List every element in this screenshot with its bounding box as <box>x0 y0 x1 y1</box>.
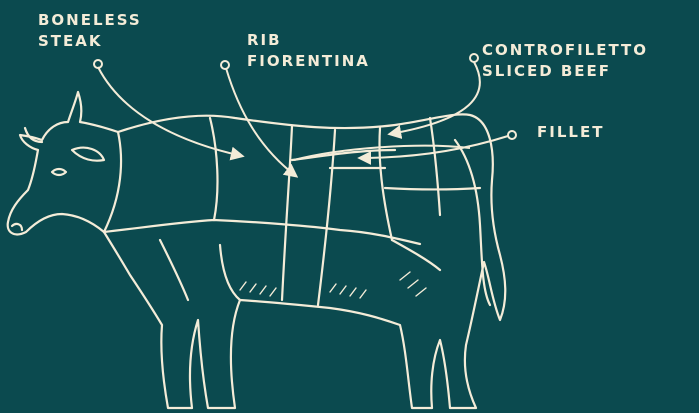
cut-line-rump <box>385 188 480 190</box>
cut-line-flank <box>392 240 440 270</box>
label-line: BONELESS <box>38 10 142 31</box>
cut-line-shoulder <box>210 118 217 220</box>
cut-line-brisket <box>160 240 188 300</box>
arrow-origin-rib <box>221 61 229 69</box>
cow-ear <box>72 148 104 161</box>
label-fillet: FILLET <box>537 122 604 143</box>
cow-nostril <box>12 224 22 230</box>
label-boneless-steak: BONELESS STEAK <box>38 10 142 52</box>
cut-line-neck <box>104 132 121 232</box>
label-line: STEAK <box>38 31 142 52</box>
label-rib-fiorentina: RIB FIORENTINA <box>247 30 370 72</box>
cow-tail <box>455 140 490 305</box>
arrow-origin-controfiletto <box>470 54 478 62</box>
cut-line-shank <box>220 245 240 300</box>
label-line: FIORENTINA <box>247 51 370 72</box>
arrow-origin-fillet <box>508 131 516 139</box>
cut-line-rib-front <box>282 126 292 300</box>
belly-hatching <box>240 272 426 298</box>
arrow-origin-boneless <box>94 60 102 68</box>
label-line: SLICED BEEF <box>482 61 648 82</box>
cut-line-loin <box>380 128 393 240</box>
cow-outline <box>8 92 506 408</box>
cow-eye <box>52 169 66 175</box>
label-line: RIB <box>247 30 370 51</box>
label-line: CONTROFILETTO <box>482 40 648 61</box>
label-line: FILLET <box>537 122 604 143</box>
cut-line-round <box>430 118 440 215</box>
label-controfiletto: CONTROFILETTO SLICED BEEF <box>482 40 648 82</box>
cut-line-chuck-belly <box>104 220 420 244</box>
